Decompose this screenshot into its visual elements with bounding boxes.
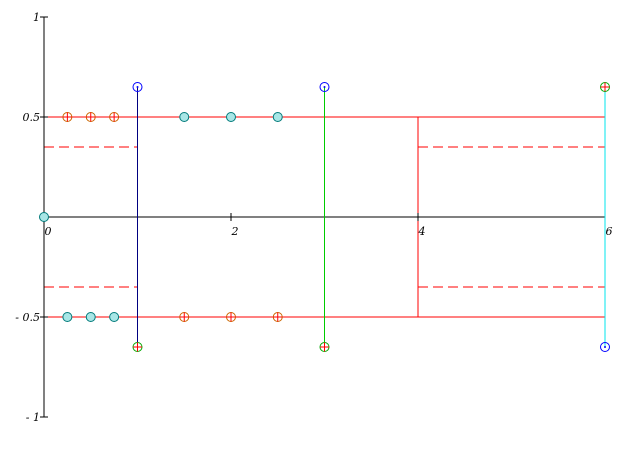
x-tick-label-2: 4 [418,225,426,238]
marker-circle-plus-16 [132,342,143,352]
marker-circle [39,212,49,222]
x-tick-label-3: 6 [606,225,613,238]
marker-circle-plus-11 [226,312,236,322]
y-tick-label-3: - 1 [26,411,40,424]
marker-filled-circle-8 [85,312,96,322]
marker-circle-plus-17 [319,342,330,352]
marker-filled-circle-7 [62,312,73,322]
marker-circle [132,82,143,92]
axes [40,16,606,418]
marker-circle [600,342,610,352]
marker-circle-plus-1 [62,112,73,122]
x-tick-label-1: 2 [231,225,239,238]
marker-filled-circle-4 [179,112,190,122]
marker-filled-circle-5 [226,112,236,122]
marker-circle [272,112,283,122]
markers [39,82,610,352]
marker-circle-plus-2 [85,112,96,122]
tick-labels: 0 2 4 6 1 0.5 - 0.5 - 1 [15,11,612,424]
marker-circle-dot-18 [600,342,610,352]
marker-circle-dot-13 [132,82,143,92]
marker-circle [179,112,190,122]
stems [137,87,606,347]
marker-circle [62,312,73,322]
marker-circle-dot-14 [319,82,330,92]
marker-circle [109,312,120,322]
marker-filled-circle-0 [39,212,49,222]
marker-circle-plus-12 [272,312,283,322]
marker-filled-circle-6 [272,112,283,122]
x-tick-label-0: 0 [45,225,52,238]
y-tick-label-0: 1 [33,11,40,24]
y-tick-label-2: - 0.5 [15,311,40,324]
y-tick-label-1: 0.5 [23,111,41,124]
marker-dot [136,86,139,88]
marker-circle-plus-15 [600,82,610,92]
marker-circle-plus-3 [109,112,120,122]
marker-circle-plus-10 [179,312,190,322]
marker-circle [85,312,96,322]
marker-circle [226,112,236,122]
marker-filled-circle-9 [109,312,120,322]
marker-dot [604,346,606,348]
marker-dot [323,86,326,88]
marker-circle [319,82,330,92]
